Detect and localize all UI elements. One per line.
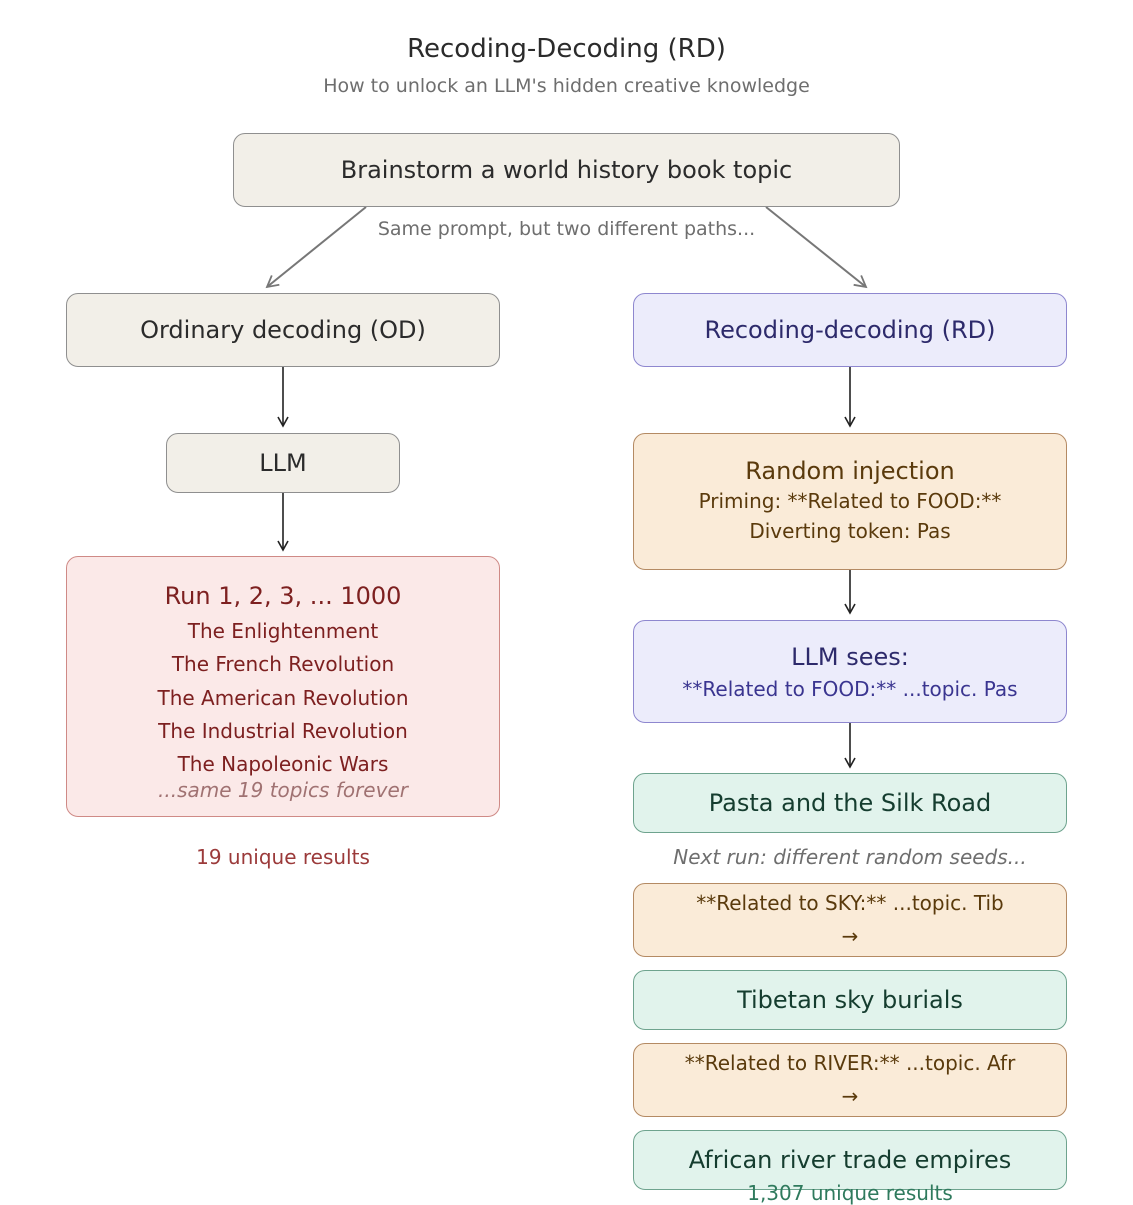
rd-output-1-label: Pasta and the Silk Road (708, 789, 992, 817)
prompt-text: Brainstorm a world history book topic (340, 156, 793, 184)
od-runs-box: Run 1, 2, 3, ... 1000 The Enlightenment … (66, 556, 500, 817)
od-topic-item: The American Revolution (157, 685, 409, 710)
rd-injection-title: Random injection (745, 457, 955, 485)
rd-result: 1,307 unique results (747, 1181, 953, 1205)
arrow-prompt-to-rd (765, 206, 868, 289)
rd-run3-input-box: **Related to RIVER:** ...topic. Afr → (633, 1043, 1067, 1117)
rd-run3-input: **Related to RIVER:** ...topic. Afr (684, 1051, 1016, 1075)
rd-output-3: African river trade empires (633, 1130, 1067, 1190)
od-header: Ordinary decoding (OD) (140, 316, 426, 344)
diagram-title: Recoding-Decoding (RD) (407, 34, 726, 64)
od-topic-item: The Napoleonic Wars (177, 752, 389, 777)
od-llm-box: LLM (166, 433, 400, 493)
rd-output-2: Tibetan sky burials (633, 970, 1067, 1030)
od-result: 19 unique results (196, 845, 370, 869)
rd-run2-arrow: → (841, 924, 859, 948)
rd-sees-box: LLM sees: **Related to FOOD:** ...topic.… (633, 620, 1067, 723)
rd-sees-text: **Related to FOOD:** ...topic. Pas (682, 676, 1018, 701)
rd-header: Recoding-decoding (RD) (704, 316, 996, 344)
rd-output-3-label: African river trade empires (688, 1146, 1012, 1174)
rd-output-2-label: Tibetan sky burials (737, 986, 963, 1014)
rd-diverting-text: Diverting token: Pas (749, 519, 951, 543)
rd-output-1: Pasta and the Silk Road (633, 773, 1067, 833)
od-header-box: Ordinary decoding (OD) (66, 293, 500, 367)
rd-run2-input-box: **Related to SKY:** ...topic. Tib → (633, 883, 1067, 957)
rd-sees-title: LLM sees: (791, 642, 909, 671)
rd-run3-arrow: → (841, 1084, 859, 1108)
rd-injection-box: Random injection Priming: **Related to F… (633, 433, 1067, 570)
rd-next-run-note: Next run: different random seeds... (673, 845, 1027, 869)
od-topic-list: The Enlightenment The French Revolution … (157, 615, 408, 781)
od-topic-item: The French Revolution (171, 652, 395, 677)
rd-priming-text: Priming: **Related to FOOD:** (698, 489, 1002, 513)
diagram-subtitle: How to unlock an LLM's hidden creative k… (323, 75, 810, 97)
prompt-box: Brainstorm a world history book topic (233, 133, 900, 207)
split-note: Same prompt, but two different paths... (377, 218, 756, 240)
od-topic-item: The Industrial Revolution (158, 718, 408, 743)
od-repeat-note: ...same 19 topics forever (158, 778, 408, 803)
rd-header-box: Recoding-decoding (RD) (633, 293, 1067, 367)
od-topic-item: The Enlightenment (187, 619, 379, 643)
arrow-prompt-to-od (265, 206, 367, 289)
rd-run2-input: **Related to SKY:** ...topic. Tib (696, 891, 1004, 915)
od-llm-label: LLM (259, 449, 307, 477)
od-runs-title: Run 1, 2, 3, ... 1000 (164, 582, 402, 610)
